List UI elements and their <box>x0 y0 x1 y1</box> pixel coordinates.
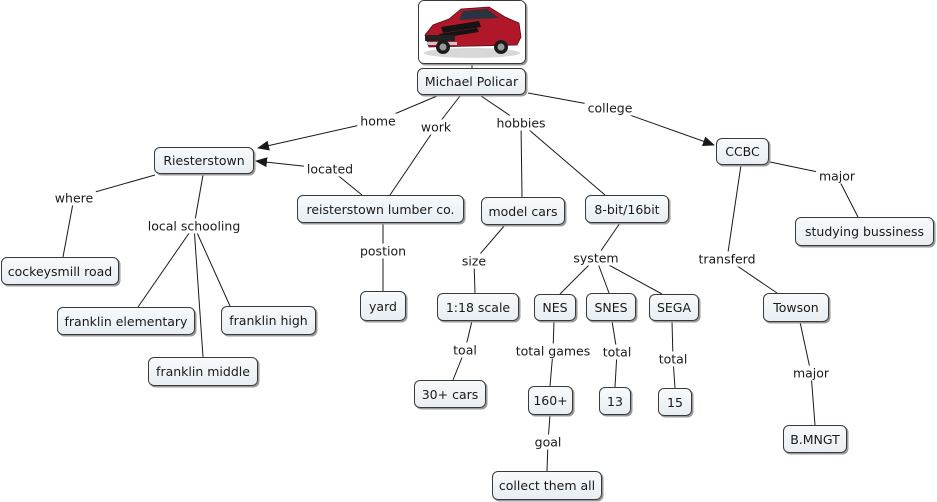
link-label-system[interactable]: system <box>570 250 622 266</box>
node-riesterstown[interactable]: Riesterstown <box>154 147 254 174</box>
link-label-college[interactable]: college <box>584 100 636 116</box>
node-franklin-elementary[interactable]: franklin elementary <box>57 307 195 335</box>
node-snes[interactable]: SNES <box>586 293 636 321</box>
link-label-major-ccbc[interactable]: major <box>815 168 859 184</box>
node-30-cars[interactable]: 30+ cars <box>414 380 486 408</box>
node-studying-bussiness[interactable]: studying bussiness <box>795 217 934 246</box>
node-1-18-scale[interactable]: 1:18 scale <box>437 293 519 321</box>
link-label-transferd[interactable]: transferd <box>695 251 759 267</box>
link-label-home[interactable]: home <box>357 113 399 129</box>
node-ccbc[interactable]: CCBC <box>716 138 769 165</box>
node-8bit-16bit[interactable]: 8-bit/16bit <box>585 195 669 223</box>
node-cockeysmill-road[interactable]: cockeysmill road <box>1 257 119 285</box>
link-label-where[interactable]: where <box>51 190 97 206</box>
link-label-goal[interactable]: goal <box>531 434 565 450</box>
car-photo-node <box>418 0 526 64</box>
link-label-toal[interactable]: toal <box>450 342 480 358</box>
link-label-postion[interactable]: postion <box>356 243 410 259</box>
link-label-major-towson[interactable]: major <box>789 365 833 381</box>
node-160-plus[interactable]: 160+ <box>528 386 573 415</box>
node-model-cars[interactable]: model cars <box>481 197 565 225</box>
node-sega[interactable]: SEGA <box>649 294 699 321</box>
link-label-total-games[interactable]: total games <box>512 343 594 359</box>
node-nes[interactable]: NES <box>534 294 576 321</box>
node-towson[interactable]: Towson <box>763 293 829 322</box>
link-label-work[interactable]: work <box>417 119 455 135</box>
node-michael-policar[interactable]: Michael Policar <box>417 68 526 95</box>
node-b-mngt[interactable]: B.MNGT <box>783 425 847 453</box>
link-label-located[interactable]: located <box>303 161 357 177</box>
node-reisterstown-lumber[interactable]: reisterstown lumber co. <box>297 195 464 223</box>
node-franklin-high[interactable]: franklin high <box>221 306 316 335</box>
node-15[interactable]: 15 <box>658 388 692 416</box>
link-label-total-sega[interactable]: total <box>655 351 691 367</box>
node-franklin-middle[interactable]: franklin middle <box>148 357 258 386</box>
red-muscle-car-photo <box>419 1 525 63</box>
link-label-size[interactable]: size <box>458 253 490 269</box>
node-13[interactable]: 13 <box>599 387 631 415</box>
link-label-total-snes[interactable]: total <box>599 344 635 360</box>
node-yard[interactable]: yard <box>360 291 406 321</box>
node-collect-them-all[interactable]: collect them all <box>492 471 602 500</box>
link-label-local-schooling[interactable]: local schooling <box>144 218 244 234</box>
link-label-hobbies[interactable]: hobbies <box>493 115 549 131</box>
